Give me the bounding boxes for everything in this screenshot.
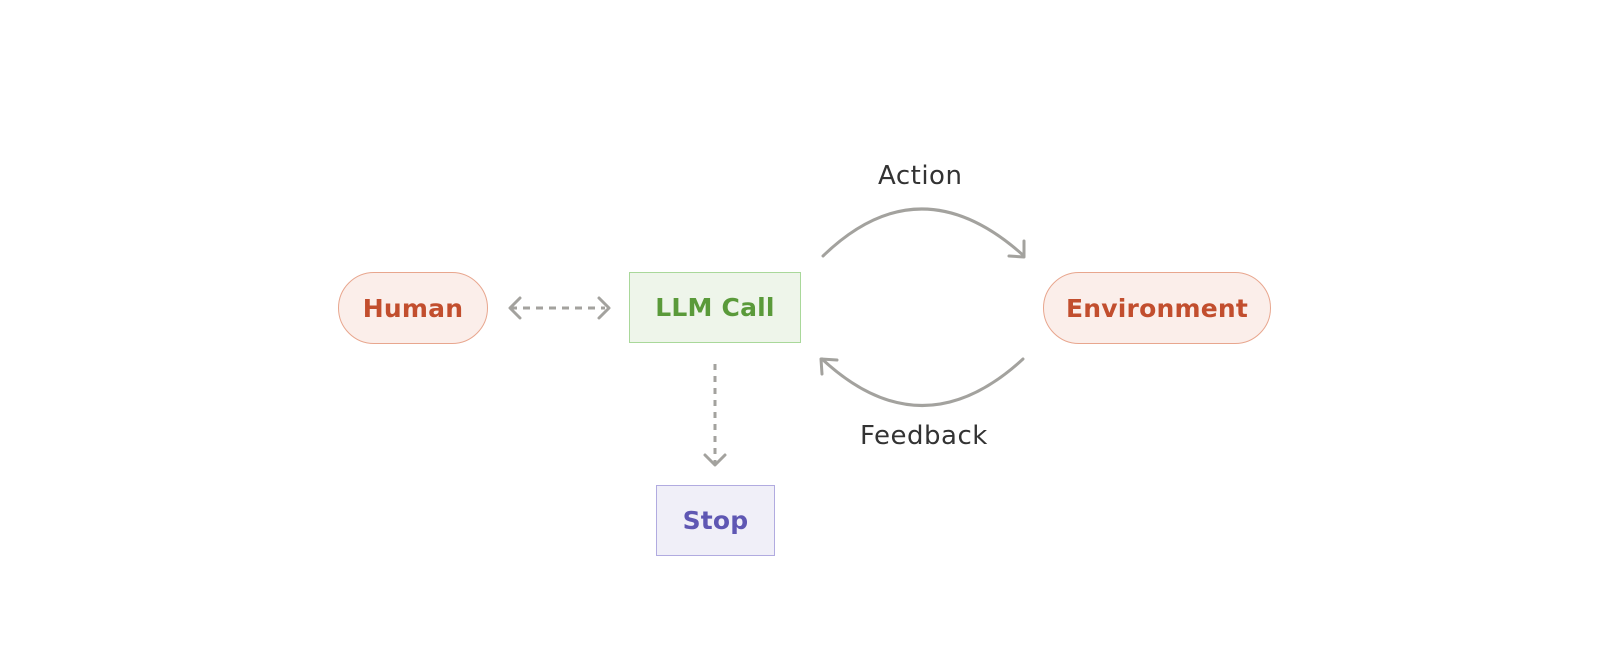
stop-node: Stop [656, 485, 775, 556]
environment-node-label: Environment [1066, 293, 1248, 323]
stop-arrowhead [703, 453, 727, 467]
feedback-arrowhead [819, 357, 839, 376]
human-arrowhead-left [508, 296, 522, 320]
human-llm-arrow [508, 296, 611, 320]
feedback-arc [820, 357, 1025, 407]
llm-call-node: LLM Call [629, 272, 801, 343]
action-arrowhead [1007, 239, 1026, 259]
llm-stop-arrow [703, 364, 727, 467]
human-node: Human [338, 272, 488, 344]
stop-node-label: Stop [682, 506, 749, 535]
llm-call-node-label: LLM Call [655, 293, 775, 322]
environment-node: Environment [1043, 272, 1271, 344]
human-node-label: Human [362, 293, 464, 323]
feedback-edge-label: Feedback [860, 421, 988, 451]
action-arrow [821, 207, 1026, 259]
action-edge-label: Action [878, 161, 963, 191]
feedback-arrow [819, 357, 1025, 407]
llm-arrowhead-right [597, 296, 611, 320]
action-arc [821, 207, 1026, 258]
